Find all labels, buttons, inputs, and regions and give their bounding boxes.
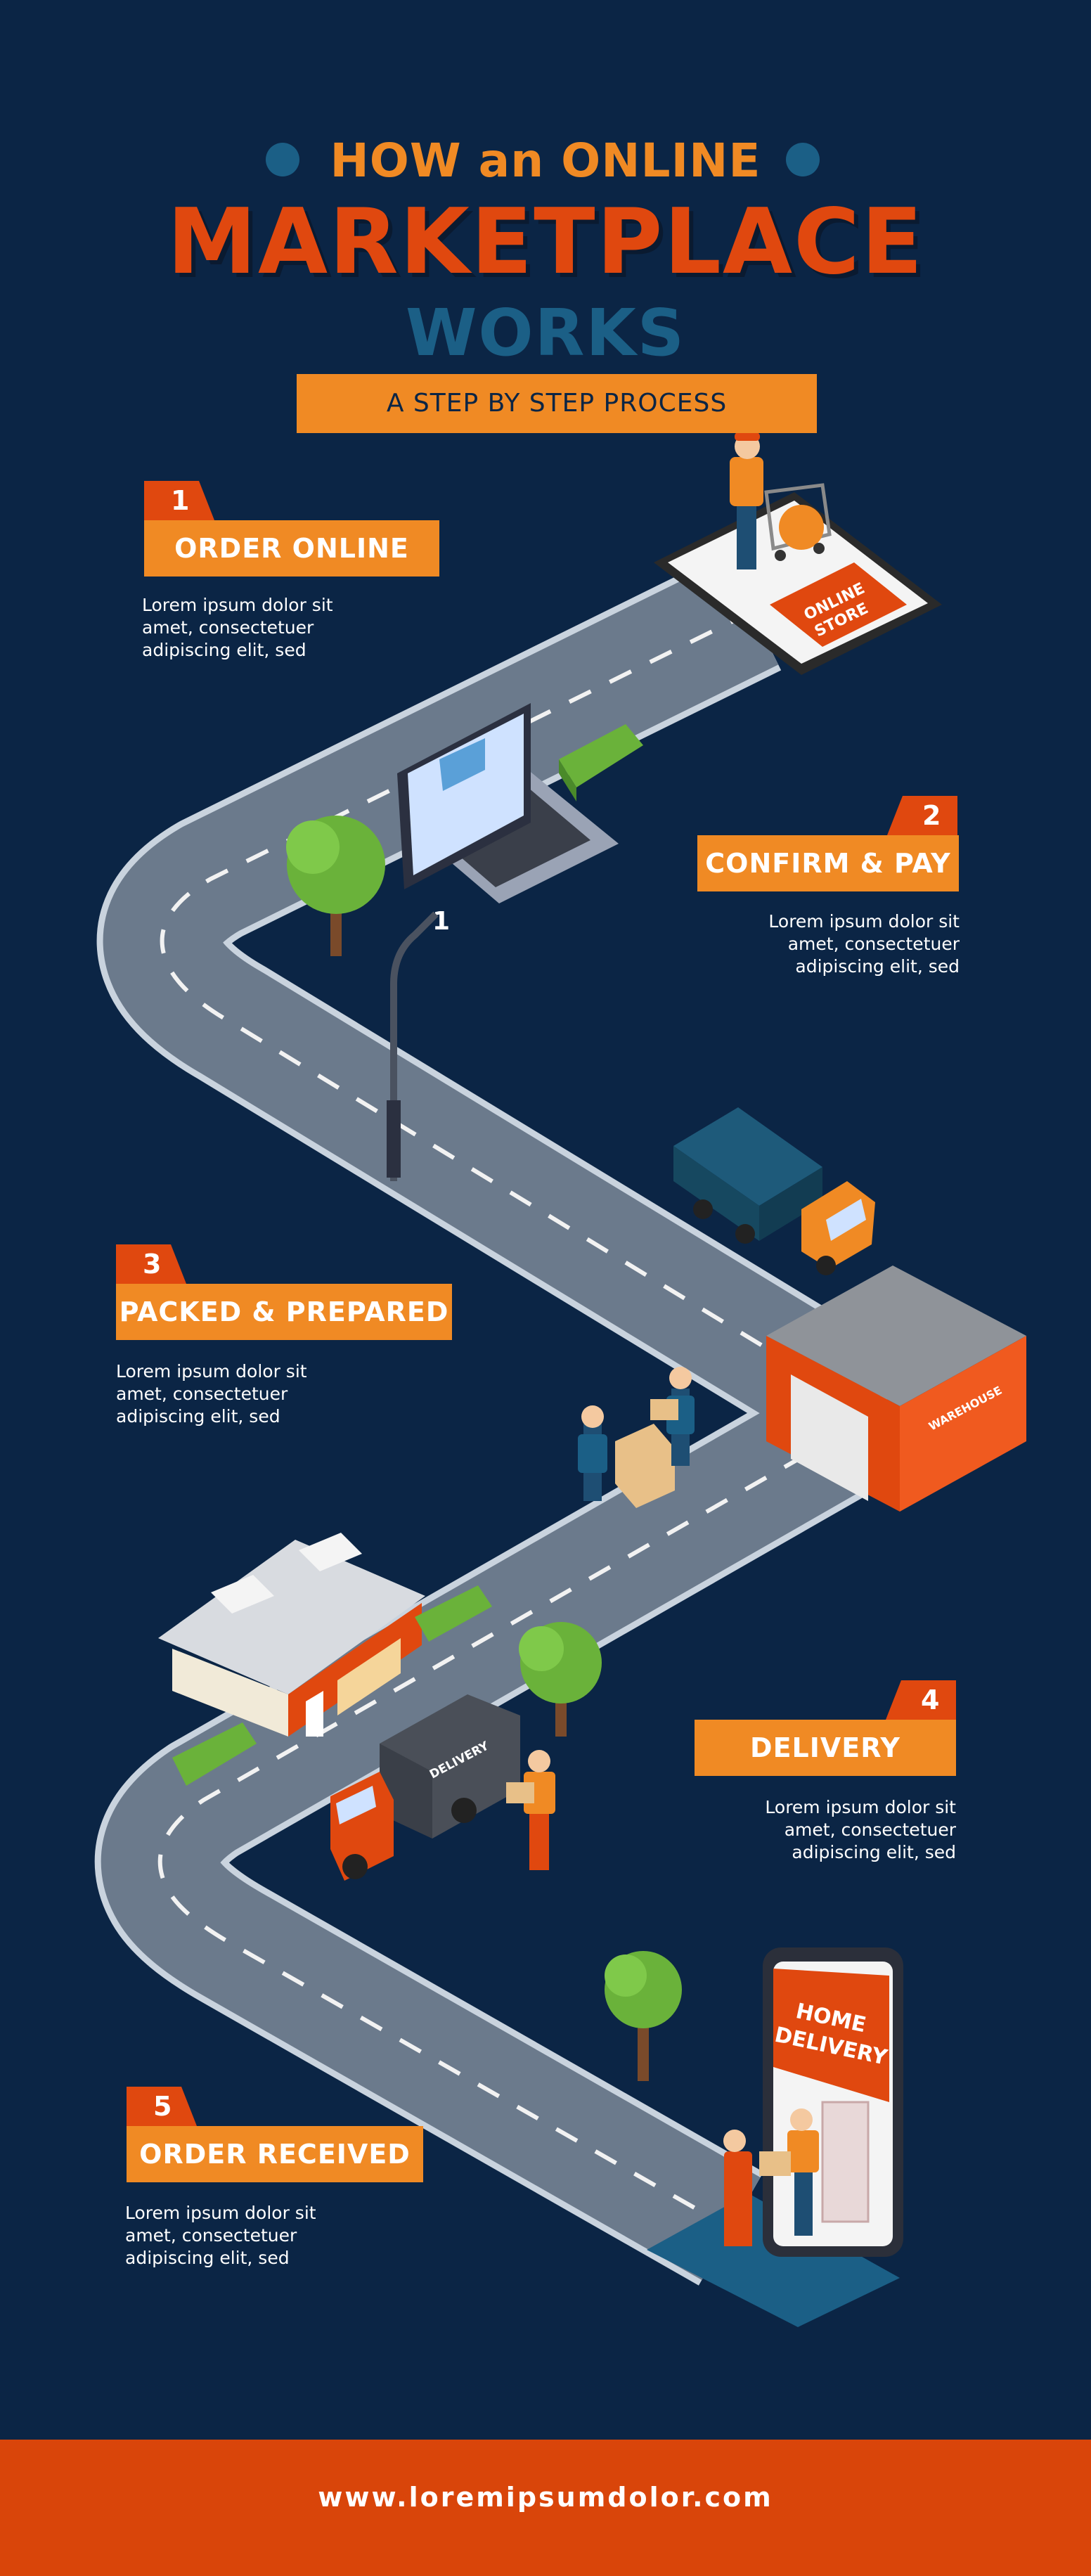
footer-bar	[0, 2440, 1091, 2576]
step-3-label: PACKED & PREPARED	[116, 1284, 452, 1340]
lamp-post	[387, 911, 439, 1181]
title-line1: HOW an ONLINE	[330, 134, 761, 188]
step-4-label: DELIVERY	[695, 1720, 956, 1776]
step-3-description: Lorem ipsum dolor sit amet, consectetuer…	[116, 1361, 307, 1427]
warehouse: WAREHOUSE	[766, 1266, 1026, 1512]
step-1-description: Lorem ipsum dolor sit amet, consectetuer…	[142, 595, 333, 660]
title-dot-right	[786, 143, 820, 176]
title-line3: WORKS	[405, 295, 686, 371]
step-5-number: 5	[127, 2087, 197, 2126]
step-4-description: Lorem ipsum dolor sit amet, consectetuer…	[765, 1797, 956, 1862]
warehouse-workers	[578, 1367, 695, 1508]
cargo-truck	[673, 1107, 875, 1275]
step-5-description: Lorem ipsum dolor sit amet, consectetuer…	[125, 2203, 316, 2268]
shopper-with-cart	[730, 432, 832, 569]
online-store-tablet: ONLINE STORE	[654, 492, 942, 675]
subtitle-banner: A STEP BY STEP PROCESS	[297, 374, 817, 433]
delivery-truck: DELIVERY	[330, 1694, 520, 1881]
laptop: 1	[397, 703, 619, 936]
tree	[519, 1622, 602, 1737]
tree	[286, 816, 385, 956]
shop-building	[158, 1533, 425, 1737]
road-lane-marking	[157, 610, 832, 2231]
hedge	[172, 1585, 492, 1786]
hedge	[559, 724, 643, 801]
step-1-label: ORDER ONLINE	[144, 520, 439, 577]
step-2-description: Lorem ipsum dolor sit amet, consectetuer…	[768, 911, 960, 977]
tree	[605, 1951, 682, 2081]
home-delivery-phone: HOME DELIVERY	[647, 1947, 903, 2327]
customer-receiving-package	[723, 2108, 819, 2246]
step-4-number: 4	[886, 1680, 956, 1720]
courier	[506, 1750, 555, 1870]
step-2-label: CONFIRM & PAY	[697, 835, 959, 891]
title-line2: MARKETPLACE	[167, 190, 924, 295]
title-dot-left	[266, 143, 299, 176]
step-2-number: 2	[887, 796, 957, 835]
footer-url[interactable]: www.loremipsumdolor.com	[318, 2482, 773, 2513]
laptop-badge: 1	[432, 907, 450, 936]
step-5-label: ORDER RECEIVED	[127, 2126, 423, 2182]
